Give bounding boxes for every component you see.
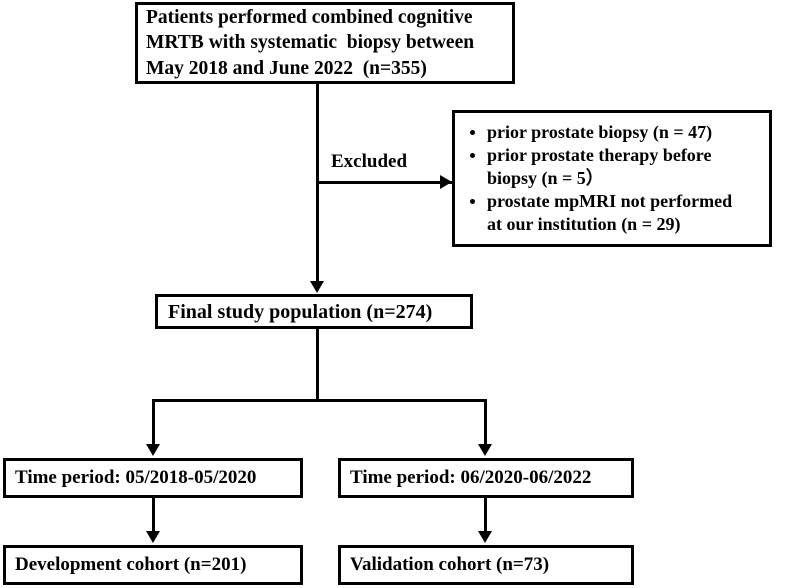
connector-left-branch-vertical [152, 399, 155, 447]
arrow-to-validation-cohort-icon [478, 531, 492, 543]
node-validation-cohort: Validation cohort (n=73) [338, 545, 634, 585]
list-item: prior prostate biopsy (n = 47) [470, 121, 765, 144]
connector-right-branch-vertical [484, 399, 487, 447]
enrolled-line-3: May 2018 and June 2022 (n=355) [146, 57, 427, 79]
exclusion-criteria-list: prior prostate biopsy (n = 47) prior pro… [461, 121, 765, 235]
validation-cohort-label: Validation cohort (n=73) [350, 553, 550, 575]
connector-split-horizontal [152, 399, 487, 402]
list-item: prostate mpMRI not performed at our inst… [470, 190, 765, 236]
connector-excluded-horizontal [316, 181, 453, 184]
enrolled-line-1: Patients performed combined cognitive [146, 6, 473, 28]
arrow-to-excluded-icon [440, 175, 452, 189]
connector-validation-vertical [484, 498, 487, 533]
node-enrolled-patients: Patients performed combined cognitive MR… [135, 2, 515, 84]
enrolled-line-2: MRTB with systematic biopsy between [146, 32, 475, 54]
arrow-to-period-validation-icon [478, 444, 492, 456]
node-development-cohort: Development cohort (n=201) [3, 545, 303, 585]
arrow-to-period-development-icon [146, 444, 160, 456]
node-time-period-development: Time period: 05/2018-05/2020 [3, 458, 303, 498]
node-final-study-population: Final study population (n=274) [155, 294, 473, 329]
final-population-label: Final study population (n=274) [168, 300, 433, 323]
edge-label-excluded: Excluded [331, 151, 408, 172]
connector-development-vertical [152, 498, 155, 533]
development-cohort-label: Development cohort (n=201) [15, 553, 247, 575]
list-item: prior prostate therapy before biopsy (n … [470, 144, 765, 190]
connector-final-vertical [316, 329, 319, 402]
time-period-development-label: Time period: 05/2018-05/2020 [15, 466, 257, 488]
arrow-to-development-cohort-icon [146, 531, 160, 543]
time-period-validation-label: Time period: 06/2020-06/2022 [350, 466, 592, 488]
arrow-to-final-population-icon [310, 281, 324, 293]
node-exclusion-criteria: prior prostate biopsy (n = 47) prior pro… [452, 110, 772, 247]
node-time-period-validation: Time period: 06/2020-06/2022 [338, 458, 634, 498]
